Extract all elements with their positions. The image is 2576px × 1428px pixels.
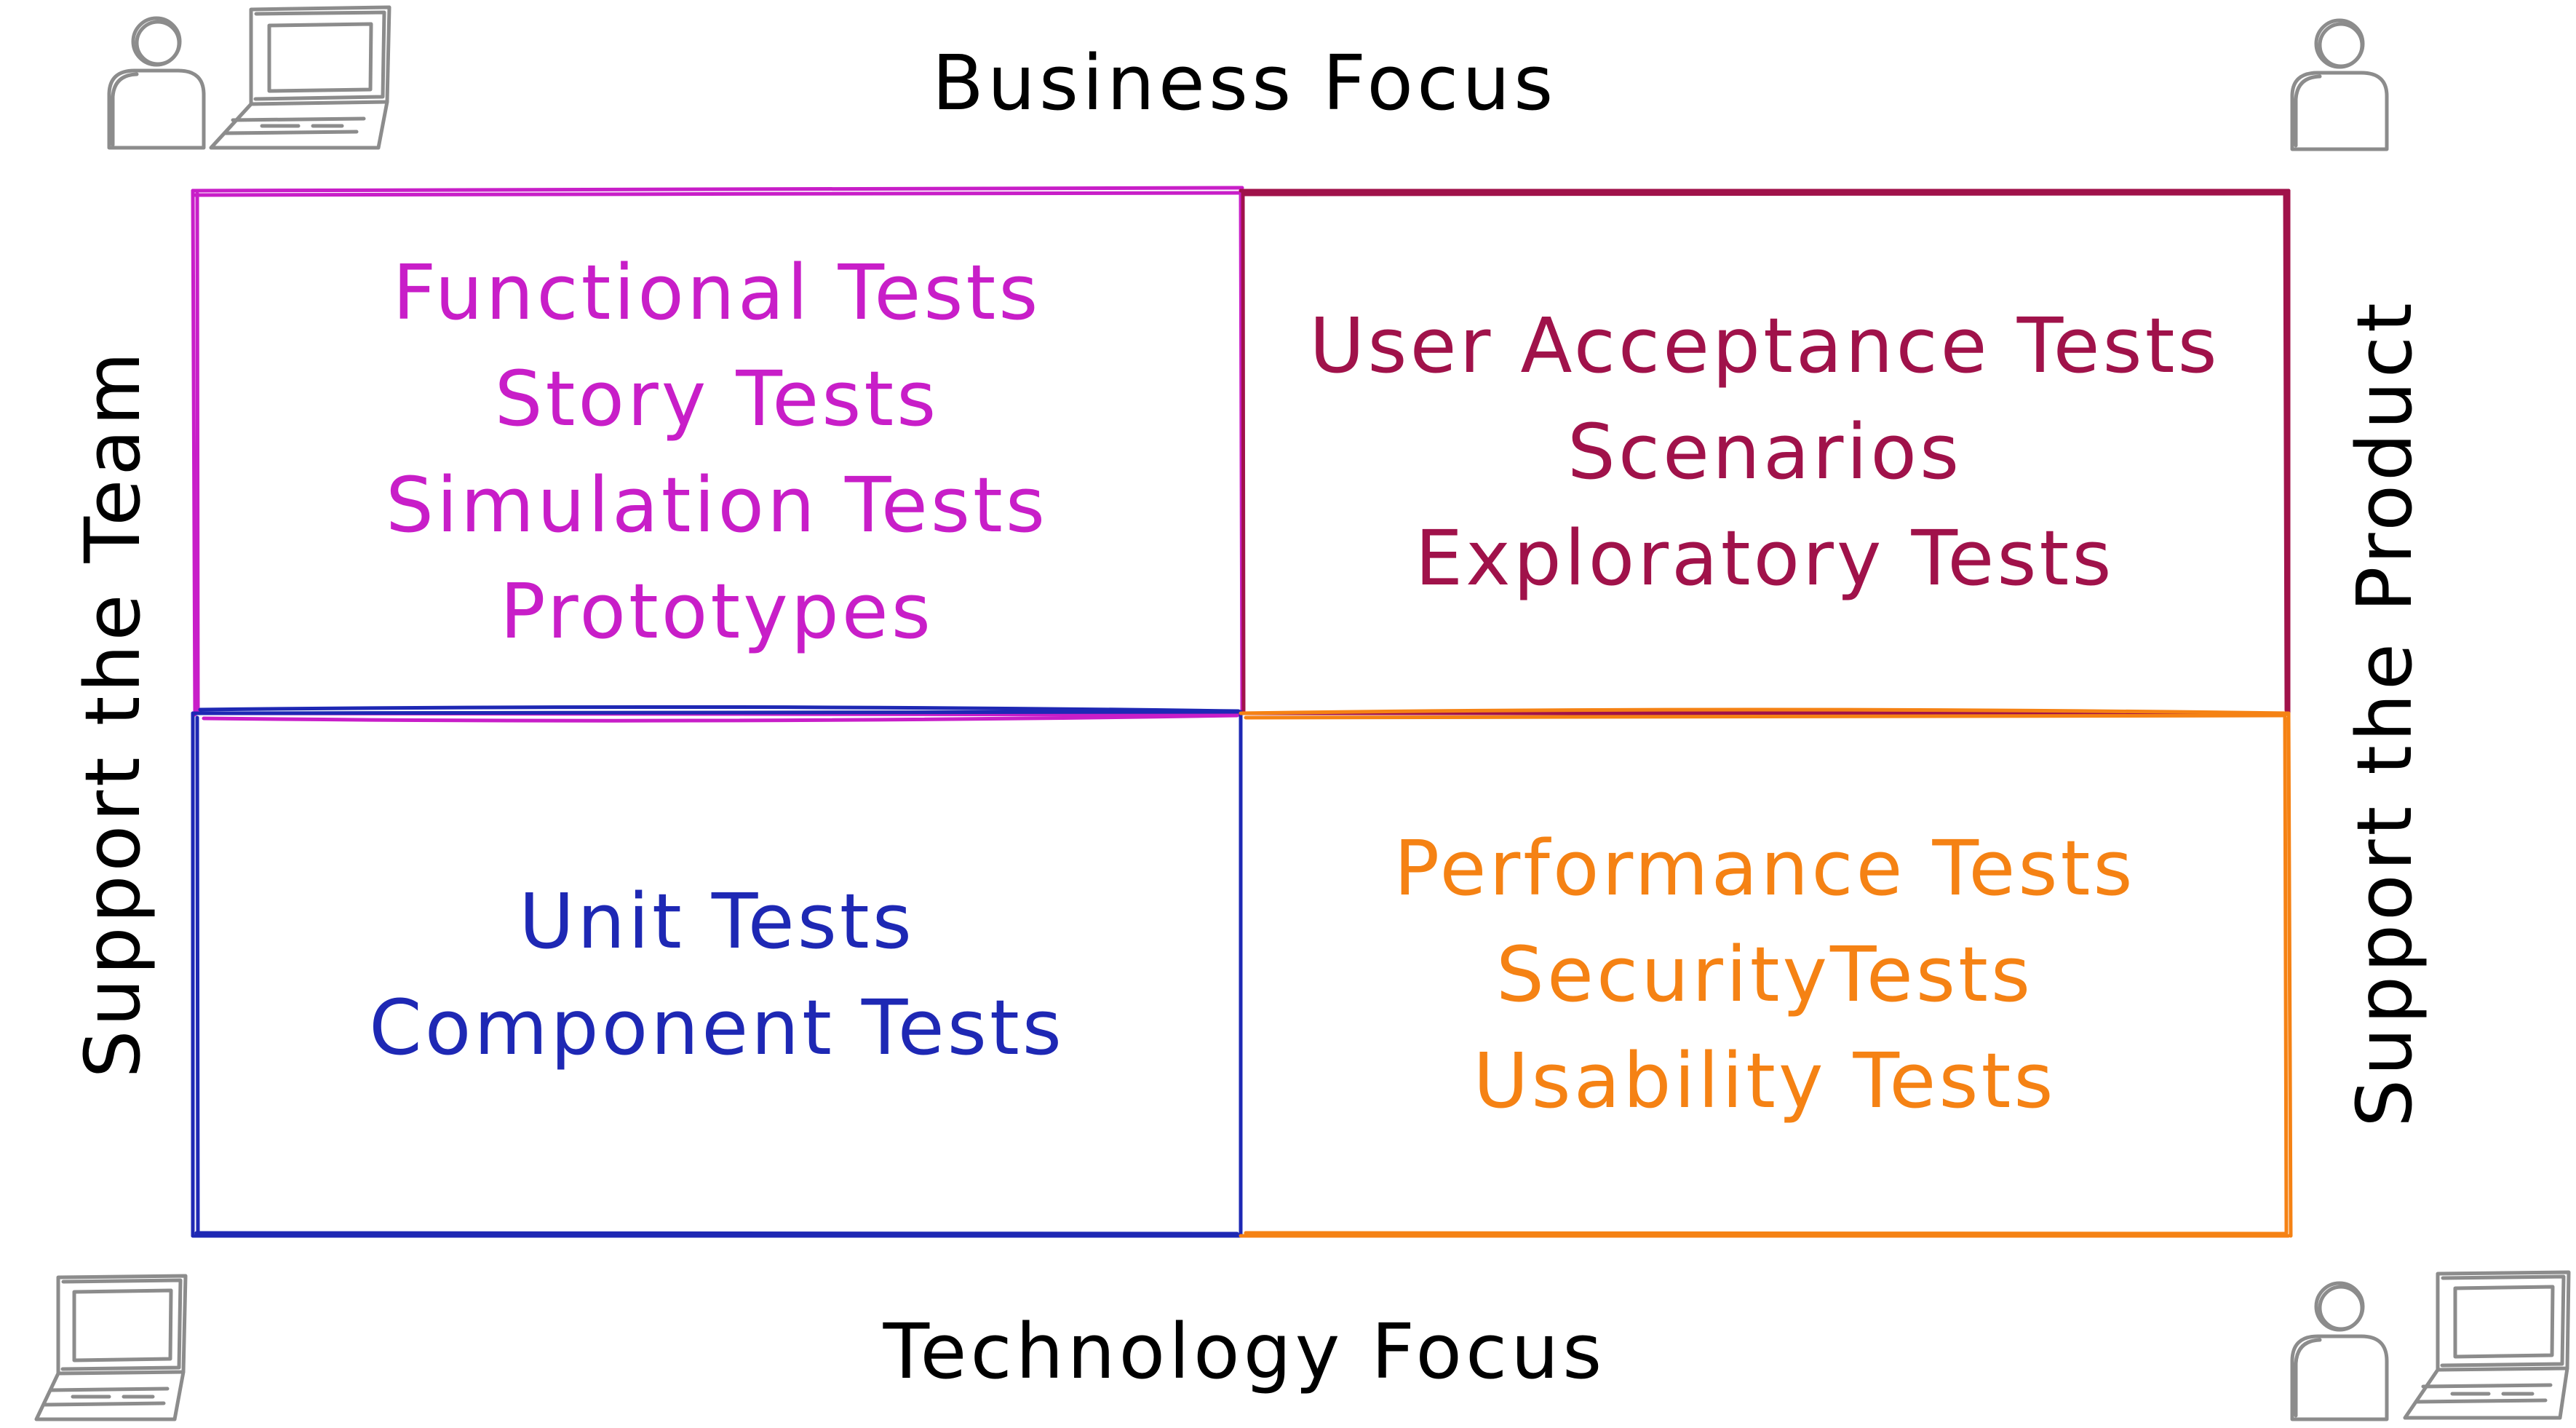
quadrant-item: Prototypes — [500, 567, 934, 656]
quadrant-items: Functional Tests Story Tests Simulation … — [386, 239, 1048, 665]
quadrant-item: Unit Tests — [519, 877, 915, 966]
quadrant-item: Component Tests — [369, 983, 1065, 1072]
quadrant-top-left: Functional Tests Story Tests Simulation … — [193, 191, 1241, 713]
quadrant-bottom-left: Unit Tests Component Tests — [193, 713, 1241, 1236]
quadrant-items: Performance Tests SecurityTests Usabilit… — [1394, 815, 2135, 1134]
quadrant-bottom-right: Performance Tests SecurityTests Usabilit… — [1241, 713, 2289, 1236]
quadrant-border-top-right — [1239, 189, 2291, 717]
quadrant-item: Exploratory Tests — [1415, 514, 2115, 603]
quadrant-item: Story Tests — [494, 354, 939, 443]
quadrant-item: Performance Tests — [1394, 824, 2136, 913]
quadrant-item: Usability Tests — [1473, 1036, 2056, 1125]
quadrant-items: Unit Tests Component Tests — [369, 868, 1065, 1081]
person-icon — [2290, 18, 2389, 151]
quadrant-border-bottom-right — [1239, 707, 2293, 1238]
quadrant-items: User Acceptance Tests Scenarios Explorat… — [1309, 293, 2219, 611]
quadrant-item: Functional Tests — [392, 248, 1041, 337]
person-laptop-icon — [107, 5, 391, 150]
quadrant-item: User Acceptance Tests — [1309, 301, 2220, 390]
axis-label-bottom: Technology Focus — [883, 1307, 1606, 1396]
quadrant-item: Scenarios — [1567, 408, 1963, 496]
quadrant-item: Simulation Tests — [385, 461, 1048, 550]
quadrant-item: SecurityTests — [1495, 930, 2034, 1019]
person-laptop-icon — [2290, 1270, 2571, 1421]
axis-label-top: Business Focus — [931, 39, 1557, 127]
quadrant-top-right: User Acceptance Tests Scenarios Explorat… — [1241, 191, 2289, 713]
laptop-icon — [34, 1274, 188, 1421]
quadrant-border-bottom-left — [191, 705, 1243, 1238]
axis-label-left: Support the Team — [68, 348, 157, 1079]
axis-label-right: Support the Product — [2340, 299, 2429, 1127]
